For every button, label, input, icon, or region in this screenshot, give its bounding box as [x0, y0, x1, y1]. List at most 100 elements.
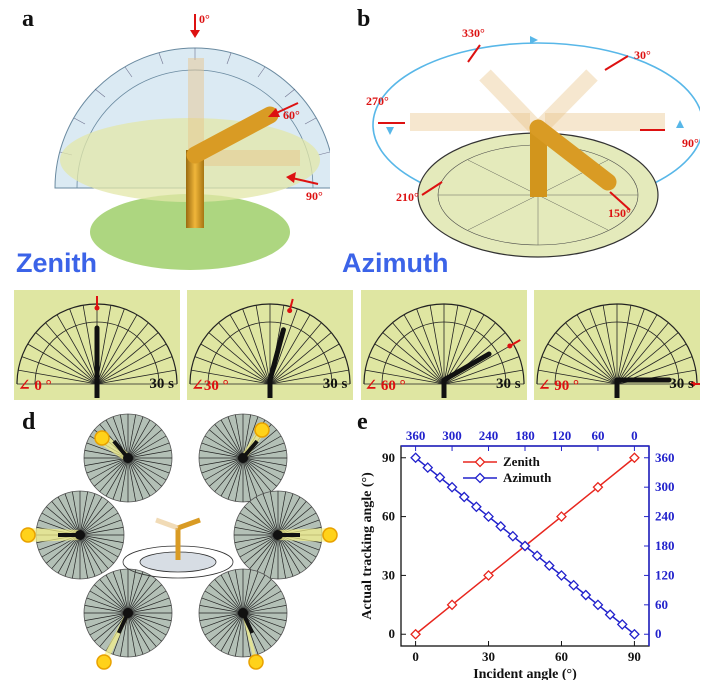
dial-spoke: [127, 457, 136, 502]
azimuth-data-point: [519, 540, 531, 552]
azimuth-data-point: [592, 599, 604, 611]
protractor-spoke: [374, 343, 444, 385]
dial-spoke: [242, 605, 287, 614]
dial-spoke: [127, 457, 157, 492]
azimuth-angle-270-label: 270°: [366, 94, 389, 108]
protractor-spoke: [403, 314, 444, 385]
protractor-spoke: [616, 332, 679, 385]
dial-spoke: [220, 419, 244, 459]
panel-c-frame: ∠ 0 °30 s: [14, 290, 180, 400]
protractor-spoke: [443, 314, 484, 385]
center-mini-rod-ghost: [155, 517, 179, 531]
dial-spoke: [127, 579, 157, 614]
dial-spoke: [51, 501, 81, 536]
panel-a-zenith-illustration: [54, 14, 330, 270]
frame-time-label: 30 s: [669, 376, 694, 392]
sun-icon: [248, 654, 264, 670]
dial-spoke: [79, 501, 109, 536]
frame-time-label: 30 s: [322, 376, 348, 392]
x-top-tick-label: 0: [631, 428, 638, 443]
dial-spoke: [277, 534, 307, 569]
sun-direction-arrowhead: [690, 381, 696, 387]
legend-marker: [474, 472, 486, 484]
dial-spoke: [255, 534, 279, 574]
protractor-spoke: [269, 322, 323, 385]
dial-spoke: [277, 534, 286, 579]
protractor-spoke: [200, 343, 271, 385]
protractor-spoke: [616, 314, 658, 385]
dial-spoke: [127, 571, 144, 614]
rod-tip: [267, 327, 287, 383]
protractor-spoke: [45, 322, 98, 385]
zenith-rod-bent: [186, 106, 279, 164]
sun-icon: [254, 422, 270, 438]
dial-spoke: [64, 493, 81, 536]
protractor-spoke: [602, 305, 618, 385]
dial-spoke: [242, 612, 282, 636]
dial-spoke: [242, 457, 272, 492]
dial-spoke: [72, 491, 81, 536]
x-bottom-tick-label: 90: [628, 649, 641, 664]
protractor-spoke: [576, 314, 618, 385]
dial-spoke: [242, 457, 251, 502]
legend-label: Zenith: [503, 454, 541, 469]
dial-spoke: [127, 435, 167, 459]
zenith-data-point: [556, 511, 567, 523]
azimuth-data-point: [410, 452, 422, 464]
dial-spoke: [127, 569, 136, 614]
dial-spoke: [214, 612, 244, 647]
protractor-spoke: [208, 332, 271, 385]
dial-spoke: [127, 612, 136, 657]
dial-spoke: [120, 569, 129, 614]
protractor-spoke: [27, 343, 98, 385]
protractor-spoke: [96, 369, 176, 385]
panel-d-sun-tracking-dials: [20, 413, 338, 670]
dial-spoke: [204, 435, 244, 459]
protractor-spoke: [429, 305, 444, 385]
dial-center: [238, 453, 248, 463]
dial-spoke: [236, 534, 279, 551]
dial-spoke: [79, 534, 119, 558]
dial-spoke: [79, 534, 103, 574]
panel-d-letter: d: [22, 409, 36, 435]
legend-label: Azimuth: [503, 470, 552, 485]
dial-spoke: [57, 534, 81, 574]
panel-c-protractor: [362, 303, 525, 398]
dial-spoke: [227, 571, 244, 614]
dial-spoke: [277, 493, 294, 536]
dial-spoke: [270, 534, 279, 579]
dial-spoke: [209, 457, 244, 487]
protractor-spoke: [616, 308, 645, 385]
dial-spoke: [127, 612, 170, 629]
dial-spoke: [79, 496, 103, 536]
dial-spoke: [127, 457, 151, 497]
dial-spoke: [127, 605, 172, 614]
frame-angle-label: ∠ 90 °: [537, 378, 579, 394]
dial-spoke: [127, 457, 172, 466]
dial-spoke: [79, 534, 96, 577]
protractor-spoke: [270, 369, 350, 385]
dial-spoke: [79, 534, 124, 543]
sun-icon: [20, 527, 36, 543]
dial-spoke: [79, 506, 114, 536]
dial-spoke: [79, 519, 122, 536]
azimuth-title: Azimuth: [342, 248, 449, 278]
dial-spoke: [201, 612, 244, 629]
dial-spoke: [262, 534, 279, 577]
dial-spoke: [234, 527, 279, 536]
dial-spoke: [89, 590, 129, 614]
protractor-spoke: [96, 332, 159, 385]
azimuth-data-point: [470, 501, 482, 513]
x-top-tick-label: 120: [552, 428, 572, 443]
x-top-tick-label: 180: [515, 428, 535, 443]
dial-spoke: [242, 597, 285, 614]
azimuth-data-point: [422, 462, 434, 473]
dial-spoke: [244, 534, 279, 564]
sun-direction-arrowhead: [94, 305, 100, 311]
dial-spoke: [239, 512, 279, 536]
dial-center: [123, 453, 133, 463]
x-top-tick-label: 300: [442, 428, 462, 443]
y-right-tick-label: 180: [655, 538, 675, 553]
dial-spoke: [64, 534, 81, 577]
